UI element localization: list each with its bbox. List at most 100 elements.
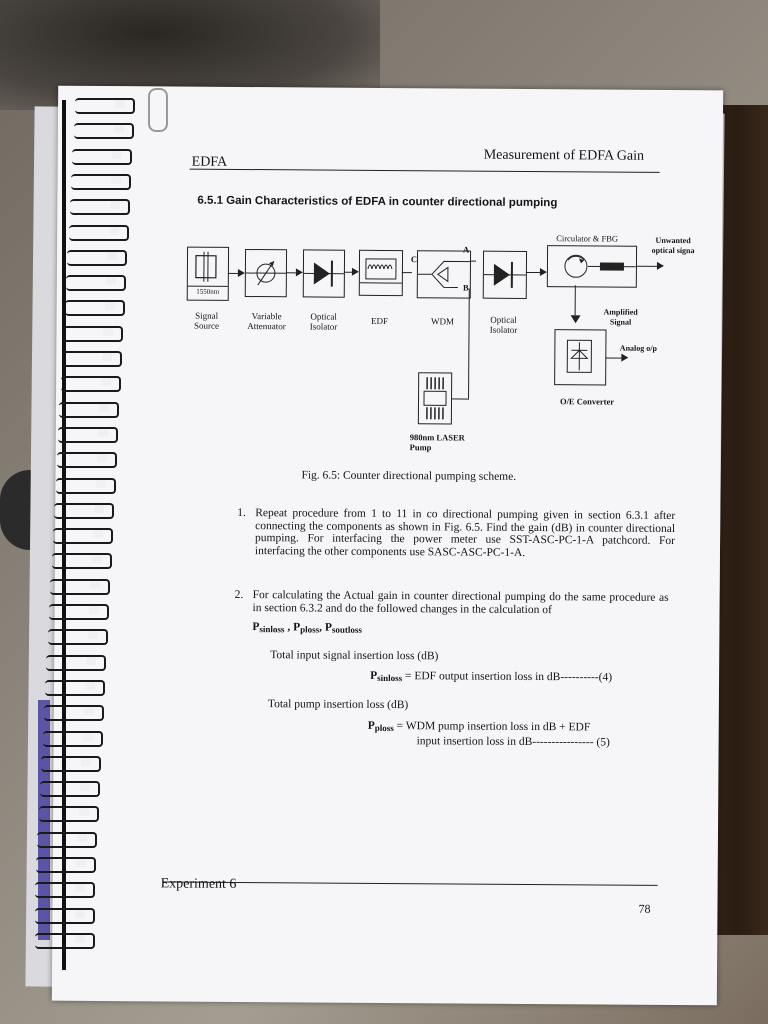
circulator-label: Circulator & FBG bbox=[556, 233, 619, 244]
signal-source-block: 1550nm bbox=[186, 246, 230, 301]
footer-rule bbox=[162, 881, 658, 886]
binding-ring bbox=[51, 172, 132, 190]
pumping-diagram: 1550nm Signal Source Variable Attenuator… bbox=[58, 86, 723, 452]
binding-ring bbox=[16, 855, 96, 873]
optical-isolator-2-block bbox=[482, 250, 528, 299]
pump-laser-block bbox=[417, 372, 453, 425]
binding-ring bbox=[38, 425, 119, 443]
arrow bbox=[635, 265, 658, 267]
binding-ring bbox=[15, 931, 95, 949]
isolator-2-icon bbox=[483, 261, 526, 288]
loss-symbols: Psinloss , Pploss, Psoutloss bbox=[252, 621, 362, 635]
isolator-icon bbox=[303, 260, 344, 287]
equation-4: Psinloss = EDF output insertion loss in … bbox=[370, 669, 613, 684]
figure-caption: Fig. 6.5: Counter directional pumping sc… bbox=[301, 469, 517, 483]
amplified-signal-label: Amplified Signal bbox=[603, 307, 638, 327]
item-1-text: Repeat procedure from 1 to 11 in co dire… bbox=[254, 507, 676, 559]
page-spine-edge bbox=[62, 100, 66, 970]
arrow bbox=[227, 272, 238, 274]
optical-isolator-label: Optical Isolator bbox=[309, 311, 338, 332]
oe-converter-block bbox=[554, 329, 607, 386]
binding-ring bbox=[50, 197, 130, 216]
edf-coil-icon bbox=[359, 258, 402, 284]
arrowhead-down bbox=[570, 315, 581, 324]
wdm-label: WDM bbox=[431, 316, 455, 327]
binding-ring bbox=[26, 653, 107, 671]
binding-ring bbox=[37, 450, 117, 469]
photodiode-icon bbox=[566, 339, 592, 373]
arrowhead bbox=[237, 268, 245, 277]
equation-5: Pploss = WDM pump insertion loss in dB +… bbox=[367, 719, 591, 734]
equation-5-continued: input insertion loss in dB--------------… bbox=[416, 735, 610, 749]
item-2-text: For calculating the Actual gain in count… bbox=[252, 589, 669, 616]
oe-converter-label: O/E Converter bbox=[559, 396, 615, 407]
binding-ring bbox=[47, 248, 128, 266]
binding-ring bbox=[33, 526, 113, 545]
arrowhead bbox=[539, 268, 547, 277]
arrowhead bbox=[351, 267, 359, 276]
item-1-number: 1. bbox=[237, 506, 246, 520]
binding-ring bbox=[46, 273, 126, 292]
arrowhead bbox=[656, 261, 664, 270]
optical-isolator-2-label: Optical Isolator bbox=[489, 314, 518, 335]
source-wavelength-tag: 1550nm bbox=[187, 285, 228, 297]
paper-clip bbox=[148, 88, 168, 132]
binding-ring bbox=[29, 602, 109, 620]
port-a-label: A bbox=[462, 244, 470, 255]
binding-ring bbox=[28, 627, 108, 646]
variable-attenuator-block bbox=[244, 248, 288, 298]
item-2-number: 2. bbox=[234, 588, 244, 601]
binding-ring bbox=[41, 374, 121, 393]
arrow bbox=[469, 260, 476, 262]
binding-ring bbox=[52, 147, 133, 165]
optical-isolator-block bbox=[302, 249, 346, 298]
binding-ring bbox=[45, 298, 125, 317]
binding-ring bbox=[39, 400, 120, 418]
source-icon bbox=[195, 251, 217, 282]
binding-ring bbox=[15, 906, 95, 924]
binding-ring bbox=[32, 551, 112, 570]
binding-ring bbox=[19, 804, 99, 823]
section-title: 6.5.1 Gain Characteristics of EDFA in co… bbox=[197, 194, 558, 210]
arrow bbox=[343, 271, 352, 273]
variable-attenuator-label: Variable Attenuator bbox=[247, 311, 286, 332]
binding-ring bbox=[23, 729, 103, 747]
pump-laser-label: 980nm LASER Pump bbox=[409, 432, 465, 453]
binding-ring bbox=[36, 476, 116, 494]
binding-ring bbox=[55, 96, 135, 114]
header-right: Measurement of EDFA Gain bbox=[483, 147, 645, 164]
binding-ring bbox=[42, 349, 122, 367]
arrow bbox=[401, 272, 412, 274]
attenuator-icon bbox=[245, 260, 286, 286]
page-number: 78 bbox=[638, 901, 651, 916]
spiral-binding bbox=[15, 96, 135, 956]
pump-line bbox=[450, 398, 470, 400]
binding-ring bbox=[15, 880, 95, 899]
circulator-fbg-block bbox=[546, 245, 638, 288]
arrowhead bbox=[295, 268, 303, 277]
wdm-block bbox=[416, 250, 472, 299]
circulator-icon bbox=[564, 254, 636, 278]
analog-output-label: Analog o/p bbox=[619, 343, 657, 353]
unwanted-signal-label: Unwanted optical signa bbox=[651, 235, 695, 256]
arrow bbox=[525, 271, 540, 274]
binding-ring bbox=[30, 577, 111, 595]
binding-ring bbox=[25, 678, 106, 696]
connector-line bbox=[574, 285, 577, 316]
binding-ring bbox=[34, 501, 115, 519]
binding-ring bbox=[43, 324, 124, 342]
edf-label: EDF bbox=[371, 315, 389, 326]
binding-cover bbox=[38, 700, 50, 940]
eq4-heading: Total input signal insertion loss (dB) bbox=[270, 649, 439, 663]
binding-ring bbox=[21, 754, 102, 772]
binding-ring bbox=[17, 830, 98, 848]
arrowhead bbox=[621, 353, 629, 362]
arrow bbox=[285, 272, 296, 274]
footer-left: Experiment 6 bbox=[160, 876, 237, 892]
wdm-coupler-icon bbox=[417, 260, 470, 288]
signal-source-label: Signal Source bbox=[193, 310, 220, 331]
arrow bbox=[605, 357, 622, 359]
pump-laser-icon bbox=[423, 377, 447, 420]
pump-line bbox=[468, 288, 471, 399]
binding-ring bbox=[54, 121, 134, 140]
